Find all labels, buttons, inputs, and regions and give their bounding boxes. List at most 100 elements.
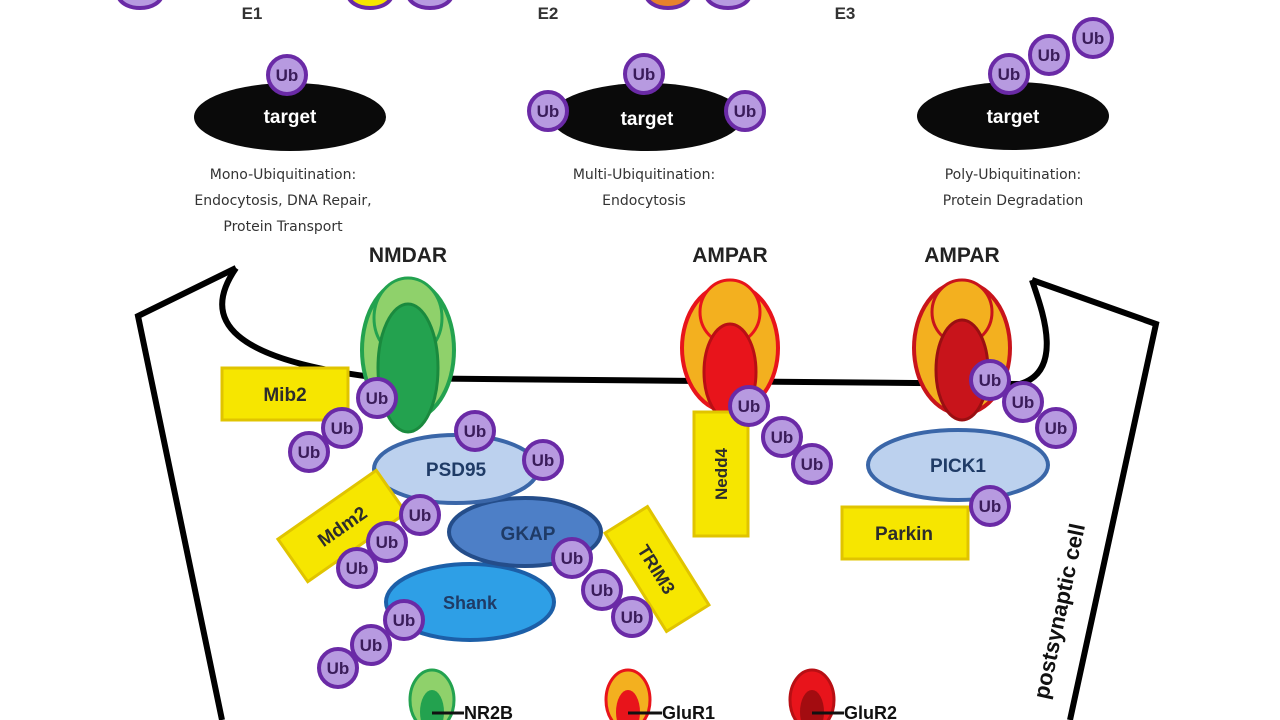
ampar-label-2: AMPAR bbox=[924, 244, 999, 267]
ub-circle: Ub bbox=[383, 599, 425, 641]
nedd4-ligase: Nedd4 bbox=[692, 410, 750, 538]
svg-text:Ub: Ub bbox=[276, 66, 299, 85]
svg-text:Ub: Ub bbox=[621, 608, 644, 627]
ub-circle: Ub bbox=[791, 443, 833, 485]
svg-text:Parkin: Parkin bbox=[875, 524, 933, 545]
ub-circle: Ub bbox=[611, 596, 653, 638]
ub-circle: Ub bbox=[527, 90, 569, 132]
ub-circle: Ub bbox=[728, 385, 770, 427]
svg-text:Nedd4: Nedd4 bbox=[712, 447, 731, 500]
ub-circle: Ub bbox=[969, 485, 1011, 527]
mono-caption: Mono-Ubiquitination: Endocytosis, DNA Re… bbox=[194, 167, 371, 235]
ub-circle: Ub bbox=[1072, 17, 1114, 59]
ub-circle: Ub bbox=[551, 537, 593, 579]
ub-circle: Ub bbox=[336, 547, 378, 589]
ub-circle: Ub bbox=[761, 416, 803, 458]
target-label: target bbox=[621, 109, 674, 130]
svg-text:Ub: Ub bbox=[1045, 419, 1068, 438]
mib2-ligase: Mib2 bbox=[220, 366, 350, 422]
trim3-ligase: TRIM3 bbox=[602, 504, 712, 634]
top-enzyme-fragments bbox=[117, 0, 751, 10]
svg-text:Ub: Ub bbox=[346, 559, 369, 578]
legend-glur2: GluR2 bbox=[788, 668, 897, 720]
svg-text:Ub: Ub bbox=[331, 419, 354, 438]
svg-text:PSD95: PSD95 bbox=[426, 460, 487, 481]
svg-text:Ub: Ub bbox=[801, 455, 824, 474]
svg-text:Poly-Ubiquitination:: Poly-Ubiquitination: bbox=[945, 167, 1082, 183]
nmdar-label: NMDAR bbox=[369, 244, 447, 267]
multi-caption: Multi-Ubiquitination: Endocytosis bbox=[573, 167, 715, 209]
ub-circle: Ub bbox=[1002, 381, 1044, 423]
ub-circle: Ub bbox=[623, 53, 665, 95]
svg-text:GluR2: GluR2 bbox=[844, 703, 897, 720]
ub-circle: Ub bbox=[356, 377, 398, 419]
ub-circle: Ub bbox=[988, 53, 1030, 95]
poly-ubiquitination-target: target Ub Ub Ub bbox=[917, 17, 1114, 150]
svg-text:Ub: Ub bbox=[360, 636, 383, 655]
svg-text:Ub: Ub bbox=[633, 65, 656, 84]
svg-text:Ub: Ub bbox=[537, 102, 560, 121]
svg-text:Ub: Ub bbox=[409, 506, 432, 525]
ub-circle: Ub bbox=[1028, 34, 1070, 76]
svg-text:Ub: Ub bbox=[532, 451, 555, 470]
svg-text:Ub: Ub bbox=[591, 581, 614, 600]
svg-text:Mono-Ubiquitination:: Mono-Ubiquitination: bbox=[210, 167, 356, 183]
parkin-ligase: Parkin bbox=[840, 505, 970, 561]
svg-text:GKAP: GKAP bbox=[501, 524, 556, 545]
svg-text:Ub: Ub bbox=[998, 65, 1021, 84]
ub-circle: Ub bbox=[350, 624, 392, 666]
poly-caption: Poly-Ubiquitination: Protein Degradation bbox=[943, 167, 1083, 209]
svg-text:Ub: Ub bbox=[771, 428, 794, 447]
svg-text:Ub: Ub bbox=[376, 533, 399, 552]
svg-text:Ub: Ub bbox=[298, 443, 321, 462]
ub-circle: Ub bbox=[522, 439, 564, 481]
ub-circle: Ub bbox=[724, 90, 766, 132]
ub-circle: Ub bbox=[969, 359, 1011, 401]
ub-circle: Ub bbox=[266, 54, 308, 96]
mono-ubiquitination-target: target Ub bbox=[194, 54, 386, 151]
enzyme-e2-label: E2 bbox=[538, 4, 559, 23]
legend: NR2B GluR1 GluR2 bbox=[408, 668, 897, 720]
svg-text:Mib2: Mib2 bbox=[263, 385, 306, 406]
mdm2-ligase: Mdm2 bbox=[275, 468, 409, 584]
enzyme-e1-label: E1 bbox=[242, 4, 263, 23]
svg-text:Ub: Ub bbox=[393, 611, 416, 630]
svg-text:Ub: Ub bbox=[979, 497, 1002, 516]
svg-text:NR2B: NR2B bbox=[464, 703, 513, 720]
svg-text:PICK1: PICK1 bbox=[930, 456, 986, 477]
svg-text:Ub: Ub bbox=[327, 659, 350, 678]
legend-nr2b: NR2B bbox=[408, 668, 513, 720]
pick1-protein: PICK1 bbox=[866, 428, 1050, 502]
svg-text:Ub: Ub bbox=[979, 371, 1002, 390]
ub-circle: Ub bbox=[1035, 407, 1077, 449]
target-label: target bbox=[987, 107, 1040, 128]
ub-circle: Ub bbox=[399, 494, 441, 536]
svg-text:Ub: Ub bbox=[366, 389, 389, 408]
svg-text:Ub: Ub bbox=[1082, 29, 1105, 48]
legend-glur1: GluR1 bbox=[604, 668, 715, 720]
svg-text:Ub: Ub bbox=[1038, 46, 1061, 65]
psd95-protein: PSD95 bbox=[372, 433, 540, 505]
svg-text:Protein Degradation: Protein Degradation bbox=[943, 193, 1083, 209]
svg-text:Protein Transport: Protein Transport bbox=[223, 219, 343, 235]
svg-text:Ub: Ub bbox=[734, 102, 757, 121]
svg-text:Multi-Ubiquitination:: Multi-Ubiquitination: bbox=[573, 167, 715, 183]
ampar-label: AMPAR bbox=[692, 244, 767, 267]
svg-text:Shank: Shank bbox=[443, 593, 498, 613]
svg-text:Ub: Ub bbox=[464, 422, 487, 441]
ub-circle: Ub bbox=[454, 410, 496, 452]
svg-text:GluR1: GluR1 bbox=[662, 703, 715, 720]
svg-text:Ub: Ub bbox=[738, 397, 761, 416]
svg-text:Endocytosis, DNA Repair,: Endocytosis, DNA Repair, bbox=[194, 193, 371, 209]
target-label: target bbox=[264, 107, 317, 128]
svg-text:Ub: Ub bbox=[561, 549, 584, 568]
ub-circle: Ub bbox=[321, 407, 363, 449]
svg-text:Ub: Ub bbox=[1012, 393, 1035, 412]
ub-circle: Ub bbox=[581, 569, 623, 611]
ub-circle: Ub bbox=[288, 431, 330, 473]
multi-ubiquitination-target: target Ub Ub Ub bbox=[527, 53, 766, 151]
svg-text:Endocytosis: Endocytosis bbox=[602, 193, 686, 209]
enzyme-e3-label: E3 bbox=[835, 4, 856, 23]
ub-circle: Ub bbox=[366, 521, 408, 563]
